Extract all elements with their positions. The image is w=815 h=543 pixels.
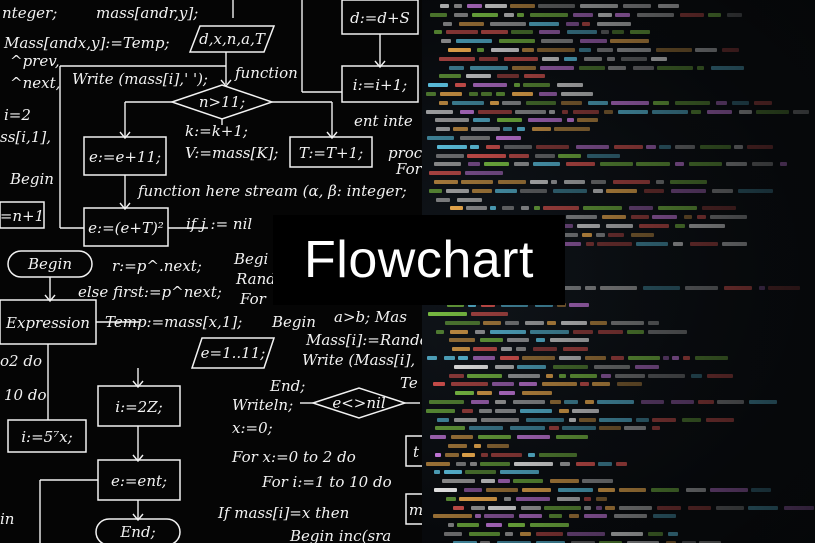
page-title: Flowchart bbox=[304, 231, 534, 289]
decision-diamond bbox=[310, 387, 408, 419]
chalk-text: Begin bbox=[9, 170, 54, 188]
chalk-text: r:=p^.next; bbox=[112, 257, 202, 275]
process-box bbox=[97, 385, 181, 427]
chalk-text: function bbox=[234, 64, 298, 82]
chalk-text: a>b; Mas bbox=[334, 308, 407, 326]
chalk-text: mass[andr,y]; bbox=[96, 4, 198, 22]
chalk-text: Begin bbox=[271, 313, 316, 331]
process-box bbox=[83, 136, 167, 176]
terminal-oval-label: End; bbox=[119, 523, 155, 541]
chalk-text: else first:=p^next; bbox=[78, 283, 222, 301]
process-box-label: e:=e+11; bbox=[89, 148, 161, 166]
process-box bbox=[83, 207, 169, 247]
chalk-text: ss[i,1], bbox=[0, 128, 51, 146]
process-box-label: t bbox=[413, 443, 420, 461]
process-box-label: =n+1 bbox=[0, 207, 44, 225]
chalk-text: Begi bbox=[233, 250, 269, 268]
process-box-label: m bbox=[409, 501, 422, 519]
decision-diamond bbox=[169, 84, 275, 120]
process-box bbox=[405, 493, 422, 525]
process-box-label: e:=ent; bbox=[111, 472, 167, 490]
chalk-text: function here stream (α, β: integer; bbox=[137, 182, 407, 200]
chalk-text: Temp:=mass[x,1]; bbox=[105, 313, 242, 331]
chalk-text: Write (Mass[i], bbox=[302, 351, 415, 369]
chalk-text: k:=k+1; bbox=[185, 122, 248, 140]
chalk-text: 10 do bbox=[4, 386, 47, 404]
chalk-text: Mass[i]:=Rando bbox=[305, 331, 422, 349]
chalk-text: ent inte bbox=[354, 112, 413, 130]
terminal-oval-label: Begin bbox=[27, 255, 72, 273]
process-box bbox=[405, 435, 422, 467]
process-box bbox=[7, 419, 87, 453]
process-box-label: i:=5⁷x; bbox=[21, 428, 73, 446]
terminal-oval bbox=[95, 518, 181, 543]
process-box-label: d:=d+S bbox=[350, 9, 410, 27]
terminal-oval bbox=[7, 250, 93, 278]
title-banner: Flowchart bbox=[273, 215, 565, 305]
chalk-text: For bbox=[239, 290, 267, 308]
chalk-text: Write (mass[i],' '); bbox=[72, 70, 208, 88]
chalk-text: o2 do bbox=[0, 352, 42, 370]
chalk-text: Begin inc(sra bbox=[289, 527, 391, 543]
process-box-label: e:=(e+T)² bbox=[88, 219, 164, 237]
process-box bbox=[0, 201, 45, 229]
io-parallelogram bbox=[188, 25, 276, 53]
chalk-text: ^next, bbox=[10, 74, 60, 92]
chalk-text: Mass[andx,y]:=Temp; bbox=[3, 34, 170, 52]
chalk-text: If mass[i]=x then bbox=[217, 504, 349, 522]
chalk-text: x:=0; bbox=[232, 419, 273, 437]
chalk-text: End; bbox=[269, 377, 305, 395]
chalk-text: For x:=0 to 2 do bbox=[231, 448, 356, 466]
chalk-text: proc bbox=[388, 144, 422, 162]
io-parallelogram-label: e=1..11; bbox=[201, 344, 266, 362]
io-parallelogram bbox=[190, 337, 276, 369]
process-box bbox=[97, 459, 181, 501]
process-box-label: Expression bbox=[5, 314, 90, 332]
process-box bbox=[0, 299, 97, 345]
process-box bbox=[341, 65, 419, 103]
chalk-text: i=2 bbox=[4, 106, 31, 124]
process-box-label: T:=T+1; bbox=[299, 144, 363, 162]
process-box-label: i:=2Z; bbox=[115, 398, 162, 416]
io-parallelogram-label: d,x,n,a,T bbox=[199, 30, 266, 48]
chalk-text: Writeln; bbox=[232, 396, 293, 414]
chalk-text: Rand bbox=[235, 270, 276, 288]
process-box bbox=[341, 0, 419, 35]
process-box bbox=[289, 136, 373, 168]
chalk-text: For i:=1 to 10 do bbox=[261, 473, 392, 491]
chalk-text: ^prev, bbox=[10, 52, 60, 70]
chalk-text: For bbox=[395, 160, 422, 178]
decision-diamond-label: e<>nil bbox=[332, 394, 385, 412]
chalk-text: in bbox=[0, 510, 14, 528]
chalk-text: nteger; bbox=[2, 4, 57, 22]
chalk-text: Te bbox=[400, 374, 418, 392]
flowchart-drawing: nteger;mass[andr,y];Mass[andx,y]:=Temp;^… bbox=[0, 0, 422, 543]
chalk-text: V:=mass[K]; bbox=[185, 144, 278, 162]
decision-diamond-label: n>11; bbox=[199, 93, 245, 111]
process-box-label: i:=i+1; bbox=[353, 76, 407, 94]
chalk-text: if j := nil bbox=[186, 215, 252, 233]
